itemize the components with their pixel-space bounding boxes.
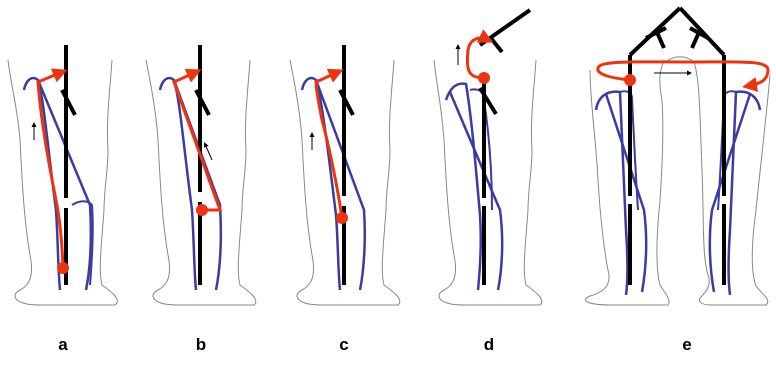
escape-point <box>196 204 208 216</box>
axis-branch <box>196 90 209 115</box>
escape-point <box>478 72 490 84</box>
escape-point <box>57 262 69 274</box>
panel-label-c: c <box>329 335 359 355</box>
deep-vein <box>160 78 196 290</box>
deep-vein <box>446 84 481 290</box>
panel-label-d: d <box>474 335 504 355</box>
deep-vein-right <box>729 92 761 295</box>
panel-a <box>8 45 117 305</box>
axis-branch <box>62 90 75 115</box>
flow-arrow <box>205 144 212 160</box>
pelvic-axis-right <box>680 8 724 55</box>
deep-vein-left <box>596 92 628 295</box>
shunt-path <box>467 38 488 78</box>
panel-label-a: a <box>48 335 78 355</box>
panel-label-e: e <box>672 335 702 355</box>
panel-d <box>434 10 542 305</box>
panel-c <box>290 45 400 305</box>
leg-outline-right <box>666 57 770 305</box>
saphenous-vein-left <box>606 94 646 292</box>
panel-b <box>146 45 256 305</box>
panel-e <box>585 8 770 305</box>
axis-branch <box>340 90 353 115</box>
shunt-path <box>598 62 768 86</box>
escape-point <box>336 212 348 224</box>
saphenous-vein <box>450 92 502 290</box>
saphenous-vein-right <box>710 94 750 292</box>
saphenous-vein <box>174 80 221 290</box>
escape-point <box>624 74 636 86</box>
upper-axis-branch <box>490 37 502 52</box>
panel-label-b: b <box>186 335 216 355</box>
